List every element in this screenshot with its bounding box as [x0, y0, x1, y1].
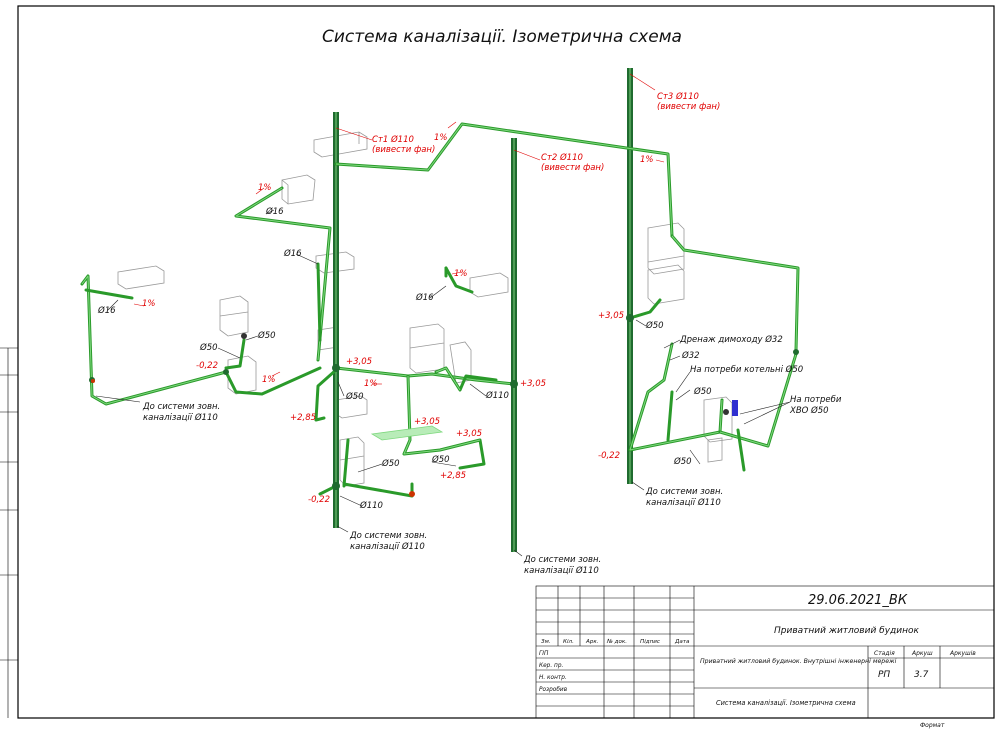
stamp-format: Формат — [920, 722, 945, 729]
stamp-role: Розробив — [539, 687, 568, 693]
elevation-mark: -0,22 — [598, 451, 620, 461]
diameter-label: Ø16 — [265, 206, 284, 217]
slope-label: 1% — [142, 299, 156, 309]
diameter-label: Ø50 — [199, 342, 218, 353]
riser-sub-st1: (вивести фан) — [372, 145, 435, 155]
binding-strip — [0, 347, 18, 718]
diameter-label: Ø110 — [359, 500, 383, 511]
risers — [333, 68, 633, 552]
stamp-stage: РП — [878, 670, 890, 680]
slope-label: 1% — [262, 375, 276, 385]
diameter-label: Ø50 — [345, 391, 364, 402]
external-sewer-label: До системи зовн. — [142, 402, 220, 412]
slope-label: 1% — [364, 379, 378, 389]
riser-label-st2: Ст2 Ø110 — [541, 152, 583, 163]
elevation-mark: -0,22 — [196, 361, 218, 371]
stamp-sheet-title: Система каналізації. Ізометрична схема — [716, 699, 856, 707]
riser-label-st1: Ст1 Ø110 — [372, 134, 414, 145]
hvo-label-1: На потреби — [790, 395, 842, 405]
diameter-label: Ø16 — [283, 248, 302, 259]
elevation-mark: +3,05 — [520, 379, 546, 389]
hvo-label-2: ХВО Ø50 — [789, 405, 829, 416]
leaders — [95, 73, 791, 557]
diameter-label: Ø50 — [431, 454, 450, 465]
diameter-label: Ø50 — [381, 458, 400, 469]
external-sewer-label: каналізації Ø110 — [350, 541, 425, 552]
drain-chimney-label: Дренаж димоходу Ø32 — [679, 334, 783, 345]
title-block — [535, 585, 995, 719]
stamp-object: Приватний житловий будинок. Внутрішні ін… — [700, 657, 897, 665]
stamp-stage-header: Стадія — [874, 650, 895, 657]
stamp-role: Н. контр. — [539, 675, 567, 681]
diameter-label: Ø50 — [645, 320, 664, 331]
elevation-mark: +3,05 — [598, 311, 624, 321]
stamp-col-header: Арк. — [585, 639, 599, 645]
stamp-project: Приватний житловий будинок — [774, 626, 919, 636]
drawing-title: Система каналізації. Ізометрична схема — [322, 27, 682, 47]
stamp-sheet-number: 3.7 — [914, 670, 929, 680]
stamp-col-header: Зм. — [541, 639, 551, 645]
external-sewer-label: каналізації Ø110 — [524, 565, 599, 576]
diameter-label: Ø50 — [673, 456, 692, 467]
pipes — [80, 122, 800, 498]
external-sewer-label: каналізації Ø110 — [143, 412, 218, 423]
boiler-needs-label: На потреби котельні Ø50 — [690, 364, 803, 375]
elevation-mark: +2,85 — [440, 471, 466, 481]
slope-label: 1% — [640, 155, 654, 165]
external-sewer-label: До системи зовн. — [349, 531, 427, 541]
external-sewer-label: До системи зовн. — [523, 555, 601, 565]
external-sewer-label: До системи зовн. — [645, 487, 723, 497]
fittings — [89, 314, 799, 497]
elevation-mark: -0,22 — [308, 495, 330, 505]
diameter-label: Ø50 — [693, 386, 712, 397]
stamp-col-header: Підпис — [640, 639, 660, 645]
diameter-label: Ø16 — [97, 305, 116, 316]
stamp-role: ГІП — [539, 651, 549, 657]
stamp-col-header: Дата — [674, 639, 690, 645]
stamp-role: Кер. пр. — [539, 663, 564, 669]
tray — [370, 425, 444, 441]
stamp-sheet-header: Аркуш — [911, 650, 933, 657]
diameter-label: Ø32 — [681, 350, 700, 361]
elevation-mark: +2,85 — [290, 413, 316, 423]
stamp-col-header: № док. — [606, 639, 627, 645]
sheet-frame — [17, 5, 995, 719]
riser-label-st3: Ст3 Ø110 — [657, 91, 699, 102]
stamp-sheets-header: Аркушів — [949, 650, 976, 657]
stamp-col-header: Кіл. — [563, 639, 574, 645]
diameter-label: Ø110 — [485, 390, 509, 401]
slope-label: 1% — [434, 133, 448, 143]
elevation-mark: +3,05 — [346, 357, 372, 367]
riser-sub-st3: (вивести фан) — [657, 102, 720, 112]
elevation-mark: +3,05 — [414, 417, 440, 427]
external-sewer-label: каналізації Ø110 — [646, 497, 721, 508]
diameter-label: Ø16 — [415, 292, 434, 303]
slope-arrows — [133, 121, 665, 385]
elevation-mark: +3,05 — [456, 429, 482, 439]
stamp-code: 29.06.2021_ВК — [808, 593, 908, 608]
diameter-label: Ø50 — [257, 330, 276, 341]
slope-label: 1% — [258, 183, 272, 193]
riser-sub-st2: (вивести фан) — [541, 163, 604, 173]
slope-label: 1% — [454, 269, 468, 279]
